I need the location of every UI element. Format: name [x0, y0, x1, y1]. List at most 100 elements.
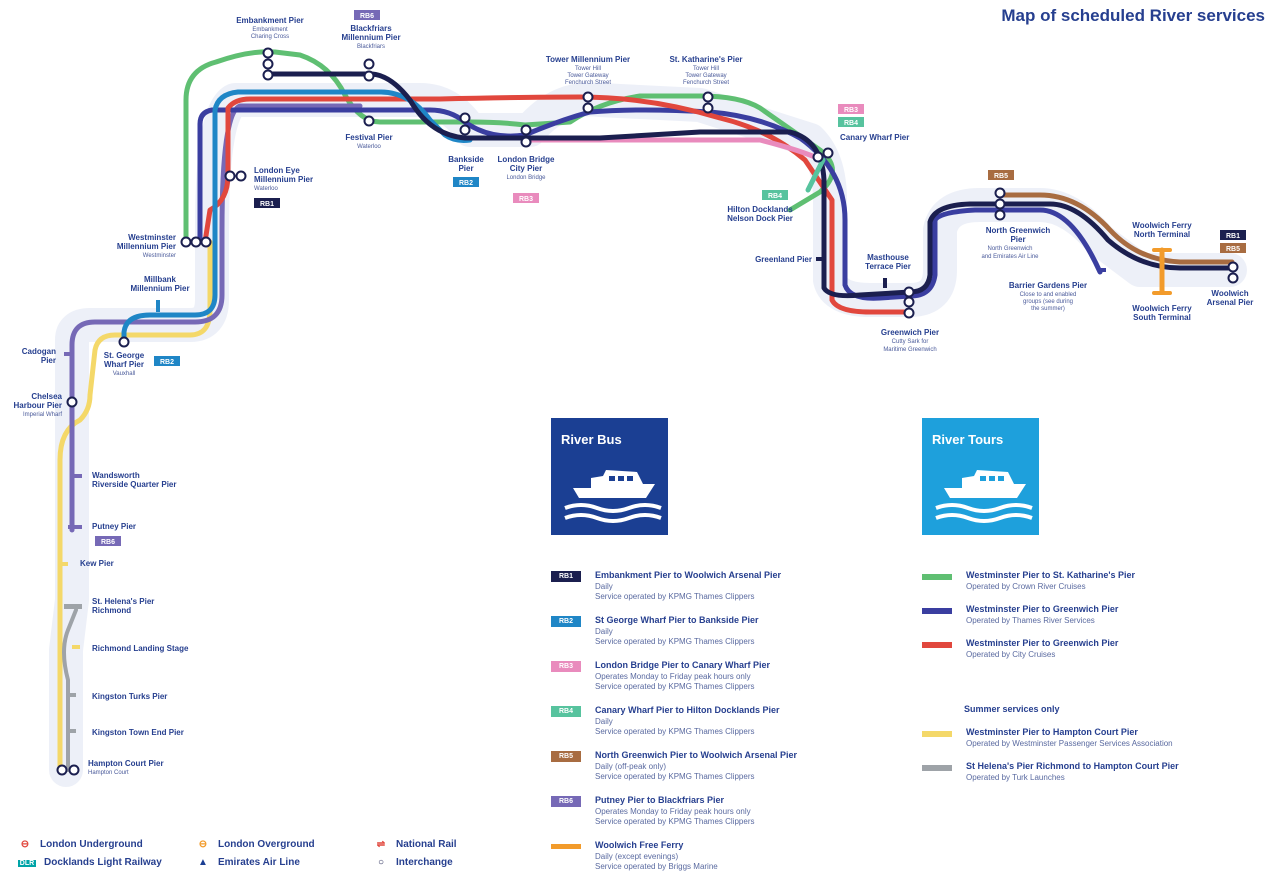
route-rb3: [524, 137, 825, 163]
station-greenwich-3[interactable]: [903, 307, 915, 319]
label-kew: Kew Pier: [80, 559, 114, 568]
station-embankment-3[interactable]: [262, 69, 274, 81]
label-tower-sub3: Fenchurch Street: [565, 80, 611, 86]
route-title: Putney Pier to Blackfriars Pier: [595, 795, 725, 805]
station-bankside-1[interactable]: [459, 112, 471, 124]
station-westminster-2[interactable]: [190, 236, 202, 248]
route-badge: RB3: [551, 661, 581, 672]
label-north-greenwich: North Greenwich: [986, 226, 1051, 235]
station-embankment-2[interactable]: [262, 58, 274, 70]
route-title: Westminster Pier to Hampton Court Pier: [966, 727, 1138, 737]
tick-kew[interactable]: [60, 562, 68, 566]
route-operator: Operated by Thames River Services: [966, 616, 1095, 625]
route-badge: RB5: [551, 751, 581, 762]
station-embankment-1[interactable]: [262, 47, 274, 59]
station-st-george[interactable]: [118, 336, 130, 348]
label-hampton-sub: Hampton Court: [88, 770, 129, 776]
key-label: Docklands Light Railway: [44, 857, 162, 868]
label-woolwich-arsenal: Woolwich: [1211, 289, 1248, 298]
label-masthouse: Masthouse: [867, 253, 909, 262]
route-rb4: [805, 157, 826, 193]
station-festival[interactable]: [363, 115, 375, 127]
label-kingston-turks: Kingston Turks Pier: [92, 692, 167, 701]
label-blackfriars-2: Millennium Pier: [341, 33, 400, 42]
key-item: ▲Emirates Air Line: [196, 857, 300, 868]
route-rb2: [121, 89, 473, 345]
station-north-greenwich-3[interactable]: [994, 209, 1006, 221]
key-item: ⇌National Rail: [374, 839, 457, 850]
route-swatch: [922, 607, 952, 614]
boat-icon: [935, 470, 1033, 523]
tick-cadogan[interactable]: [64, 352, 72, 356]
station-woolwich-arsenal-2[interactable]: [1227, 272, 1239, 284]
label-barrier: Barrier Gardens Pier: [1009, 281, 1087, 290]
badge-woolwich-arsenal-1: [1220, 230, 1246, 240]
label-north-greenwich-2: Pier: [1010, 235, 1025, 244]
air-line-icon: ▲: [198, 857, 208, 868]
label-north-greenwich-sub2: and Emirates Air Line: [981, 254, 1039, 260]
tick-barrier[interactable]: [1098, 268, 1106, 272]
tick-st-helenas[interactable]: [64, 604, 82, 609]
station-london-bridge-2[interactable]: [520, 136, 532, 148]
station-hampton-2[interactable]: [68, 764, 80, 776]
label-london-eye-sub: Waterloo: [254, 186, 278, 192]
station-greenwich-2[interactable]: [903, 296, 915, 308]
route-frequency: Operates Monday to Friday peak hours onl…: [595, 672, 751, 681]
station-bankside-2[interactable]: [459, 124, 471, 136]
tick-masthouse[interactable]: [883, 278, 887, 288]
tick-putney[interactable]: [68, 525, 82, 529]
route-yellow: [57, 239, 213, 773]
tick-stations: [60, 257, 1106, 733]
route-operator: Service operated by KPMG Thames Clippers: [595, 727, 755, 736]
river-tours-title: River Tours: [932, 432, 1004, 447]
badge-hilton-text: RB4: [768, 193, 782, 200]
station-london-bridge-1[interactable]: [520, 124, 532, 136]
station-tower-2[interactable]: [582, 91, 594, 103]
station-blackfriars-2[interactable]: [363, 70, 375, 82]
tick-kingston-turks[interactable]: [68, 693, 76, 697]
tick-kingston-town[interactable]: [68, 729, 76, 733]
station-hampton-1[interactable]: [56, 764, 68, 776]
station-woolwich-arsenal-1[interactable]: [1227, 261, 1239, 273]
tick-richmond[interactable]: [72, 645, 80, 649]
station-st-katharine-2[interactable]: [702, 102, 714, 114]
badge-north-greenwich: [988, 170, 1014, 180]
station-canary-2[interactable]: [822, 147, 834, 159]
label-st-katharine-sub: Tower Hill: [693, 66, 719, 72]
station-westminster-1[interactable]: [180, 236, 192, 248]
station-london-eye-1[interactable]: [224, 170, 236, 182]
station-london-eye-2[interactable]: [235, 170, 247, 182]
badge-woolwich-arsenal-2-text: RB5: [1226, 246, 1240, 253]
route-frequency: Daily: [595, 717, 613, 726]
tick-wandsworth[interactable]: [72, 474, 82, 478]
river-tours-card: River Tours: [922, 418, 1039, 535]
station-blackfriars-1[interactable]: [363, 58, 375, 70]
label-st-katharine-sub3: Fenchurch Street: [683, 80, 729, 86]
station-north-greenwich-2[interactable]: [994, 198, 1006, 210]
station-tower[interactable]: [582, 102, 594, 114]
route-swatch: [922, 641, 952, 648]
label-st-george-2: Wharf Pier: [104, 360, 144, 369]
station-st-katharine-1[interactable]: [702, 91, 714, 103]
tick-millbank[interactable]: [156, 300, 160, 312]
station-westminster-3[interactable]: [200, 236, 212, 248]
label-blackfriars: Blackfriars: [350, 24, 392, 33]
label-barrier-sub3: the summer): [1031, 306, 1065, 312]
label-hilton: Hilton Docklands: [727, 205, 793, 214]
badge-london-eye-text: RB1: [260, 201, 274, 208]
label-london-eye: London Eye: [254, 166, 300, 175]
pier-labels: Embankment Pier Embankment Charing Cross…: [14, 10, 1253, 776]
station-chelsea[interactable]: [66, 396, 78, 408]
label-st-helenas: St. Helena's Pier: [92, 597, 154, 606]
station-north-greenwich-1[interactable]: [994, 187, 1006, 199]
route-badge: RB6: [551, 796, 581, 807]
station-canary-1[interactable]: [812, 151, 824, 163]
tick-greenland[interactable]: [816, 257, 824, 261]
label-greenwich-sub2: Maritime Greenwich: [883, 347, 936, 353]
route-operator: Service operated by KPMG Thames Clippers: [595, 682, 755, 691]
label-westminster: Westminster: [128, 233, 176, 242]
route-title: St George Wharf Pier to Bankside Pier: [595, 615, 759, 625]
route-green: [183, 49, 835, 245]
station-greenwich-1[interactable]: [903, 286, 915, 298]
